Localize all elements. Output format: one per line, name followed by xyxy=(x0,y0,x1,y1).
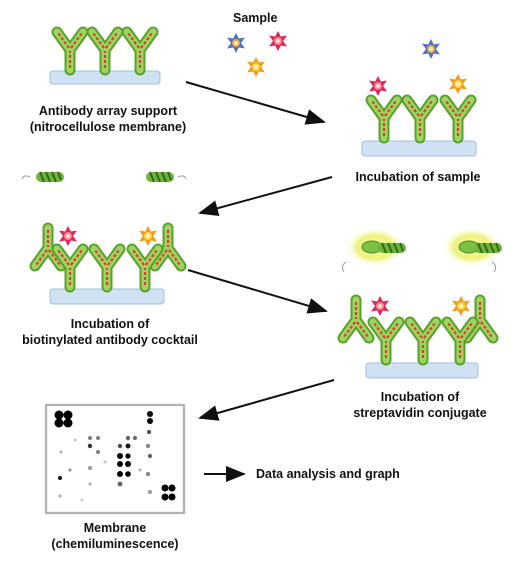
sample-antigens xyxy=(227,31,287,77)
label-streptavidin: Incubation of streptavidin conjugate xyxy=(340,389,500,421)
antibody-icon xyxy=(127,32,153,70)
membrane-spot xyxy=(125,471,131,477)
label-membrane-line2: (chemiluminescence) xyxy=(51,537,179,551)
membrane-spot xyxy=(59,450,63,454)
membrane-spot xyxy=(63,418,73,428)
membrane-spot xyxy=(63,410,73,420)
label-array-support: Antibody array support (nitrocellulose m… xyxy=(28,103,188,135)
antigen-yellow-icon xyxy=(247,57,265,77)
membrane-spot xyxy=(58,476,62,480)
antibody-icon xyxy=(410,322,436,360)
label-membrane: Membrane (chemiluminescence) xyxy=(40,520,190,552)
membrane-spot xyxy=(146,444,150,448)
membrane-spot xyxy=(88,436,92,440)
label-sample: Sample xyxy=(233,11,278,25)
membrane-spot xyxy=(80,498,84,502)
membrane-spot xyxy=(117,453,123,459)
antigen-yellow-icon xyxy=(452,296,470,316)
antigen-yellow-icon xyxy=(449,74,467,94)
detection-antibody-icon xyxy=(343,300,369,338)
membrane-spot xyxy=(168,484,176,492)
antibody-icon xyxy=(92,32,118,70)
label-incubation-sample: Incubation of sample xyxy=(355,170,481,184)
membrane-spot xyxy=(117,481,123,487)
label-biotinylated-line2: biotinylated antibody cocktail xyxy=(22,333,198,347)
arrow-1 xyxy=(185,81,326,125)
membrane-spot xyxy=(161,484,169,492)
membrane-result-image xyxy=(44,403,186,515)
label-data-analysis: Data analysis and graph xyxy=(256,467,400,481)
antigen-blue-icon xyxy=(422,39,440,59)
antibody-icon xyxy=(445,100,471,138)
membrane-spot xyxy=(54,418,64,428)
membrane-spot xyxy=(117,471,123,477)
antibody-icon xyxy=(407,100,433,138)
membrane-spot xyxy=(133,436,137,440)
membrane-spot xyxy=(146,472,150,476)
arrow-2 xyxy=(198,176,333,216)
membrane-spot xyxy=(147,453,153,459)
membrane-spot xyxy=(125,461,131,467)
detection-stripe-right xyxy=(473,242,503,254)
antigen-red-icon xyxy=(59,226,77,246)
antibody-icon xyxy=(57,32,83,70)
membrane-spot xyxy=(73,438,77,442)
antigen-red-icon xyxy=(371,296,389,316)
detection-stripe-right xyxy=(145,171,187,183)
panel-incubation-sample xyxy=(361,39,477,157)
membrane-spot xyxy=(96,436,100,440)
membrane-spot xyxy=(88,466,92,470)
membrane-spot xyxy=(125,443,131,449)
label-streptavidin-line2: streptavidin conjugate xyxy=(353,406,487,420)
antigen-red-icon xyxy=(369,76,387,96)
label-array-support-line2: (nitrocellulose membrane) xyxy=(29,120,187,134)
label-biotinylated: Incubation of biotinylated antibody cock… xyxy=(10,316,210,348)
antigen-blue-icon xyxy=(227,33,245,53)
label-streptavidin-line1: Incubation of xyxy=(380,390,460,404)
label-membrane-line1: Membrane xyxy=(83,521,147,535)
membrane-spot xyxy=(168,493,176,501)
membrane-spot xyxy=(125,453,131,459)
label-biotinylated-line1: Incubation of xyxy=(70,317,150,331)
membrane-spot xyxy=(148,490,152,494)
membrane-spot xyxy=(138,468,142,472)
antigen-yellow-icon xyxy=(139,226,157,246)
membrane-spot xyxy=(125,435,131,441)
antigen-red-icon xyxy=(269,31,287,51)
antibody-icon xyxy=(371,100,397,138)
membrane-spot xyxy=(161,493,169,501)
membrane-spot xyxy=(147,418,153,424)
detection-stripe-left xyxy=(21,171,65,183)
label-array-support-line1: Antibody array support xyxy=(38,104,178,118)
membrane-spot xyxy=(103,460,107,464)
membrane-spot xyxy=(96,450,100,454)
detection-stripe-left xyxy=(377,242,407,254)
arrow-4 xyxy=(198,379,335,421)
arrow-3 xyxy=(187,269,328,314)
membrane-spot xyxy=(88,482,92,486)
membrane-spot xyxy=(117,461,123,467)
panel-biotinylated-antibody xyxy=(21,171,187,305)
antibody-icon xyxy=(94,249,120,287)
panel-streptavidin-conjugate xyxy=(342,227,503,379)
process-arrows xyxy=(185,81,335,482)
membrane-spot xyxy=(147,411,153,417)
membrane-spot xyxy=(54,410,64,420)
membrane-spot xyxy=(87,443,93,449)
antibody-icon xyxy=(373,322,399,360)
membrane-spot xyxy=(68,468,72,472)
membrane-spot xyxy=(147,430,151,434)
membrane-spot xyxy=(58,494,62,498)
panel-array-support xyxy=(49,32,161,85)
membrane-spot xyxy=(117,443,123,449)
